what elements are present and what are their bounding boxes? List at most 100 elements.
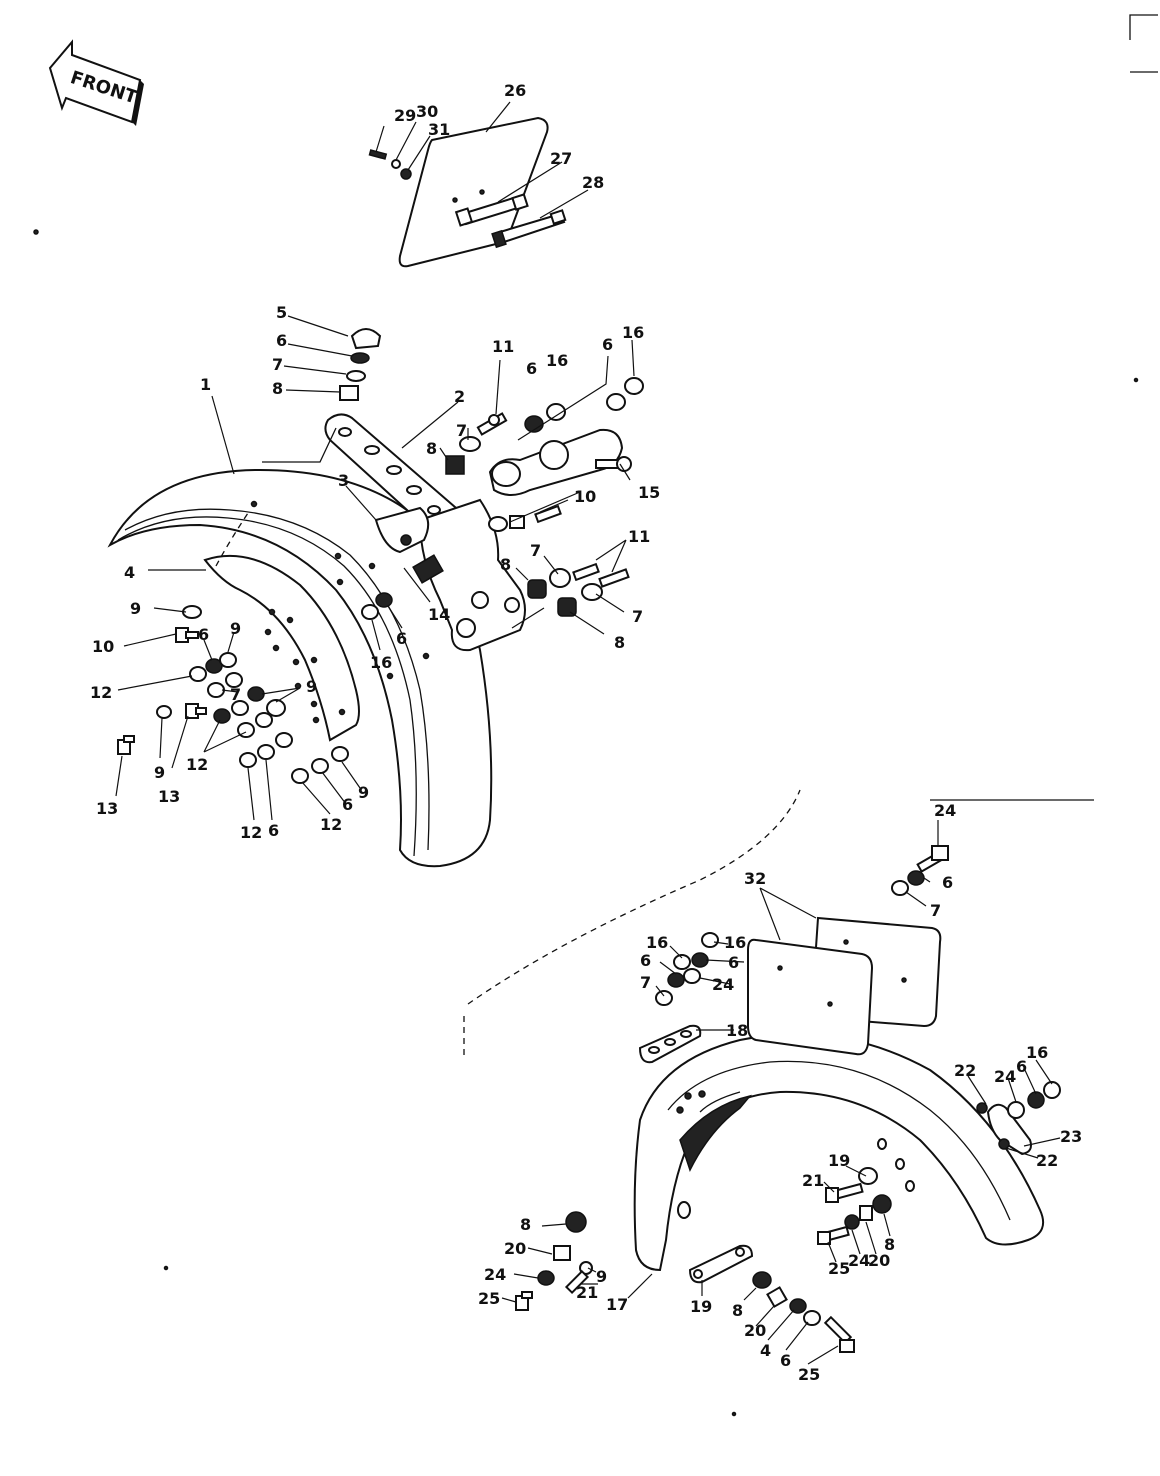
bolt-21-b: [564, 1269, 590, 1295]
label-8-g: 8: [732, 1301, 743, 1320]
label-31: 31: [428, 120, 450, 139]
label-21-b: 21: [576, 1283, 598, 1302]
label-2: 2: [454, 387, 465, 406]
nut-16-b: [624, 377, 644, 395]
fork-bracket: [488, 428, 624, 496]
label-17: 17: [606, 1295, 628, 1314]
label-18: 18: [726, 1021, 748, 1040]
washer-7-f: [891, 880, 909, 896]
label-7-e: 7: [230, 685, 241, 704]
nut-8-c: [527, 579, 547, 599]
label-7-a: 7: [272, 355, 283, 374]
label-6-l: 6: [780, 1351, 791, 1370]
bracket-23: [976, 1102, 1032, 1156]
plate-washer-30: [391, 159, 401, 169]
label-7-b: 7: [456, 421, 467, 440]
label-9-b: 9: [230, 619, 241, 638]
nut-16-e: [673, 954, 691, 970]
washer-9-g: [275, 732, 293, 748]
washer-9-i: [579, 1261, 593, 1275]
bolt-11-c: [598, 568, 630, 588]
label-5: 5: [276, 303, 287, 322]
label-8-a: 8: [272, 379, 283, 398]
front-arrow: FRONT: [48, 39, 144, 126]
bolt-11-a: [476, 412, 508, 436]
clamp-3: [374, 506, 430, 554]
washer-6-n: [803, 1310, 821, 1326]
bolt-24-a: [916, 845, 949, 873]
bracket-19: [688, 1244, 754, 1284]
bracket-plate-14: [412, 498, 526, 652]
label-6-d: 6: [396, 629, 407, 648]
label-4-a: 4: [124, 563, 135, 582]
washer-4: [789, 1298, 807, 1314]
label-10-b: 10: [92, 637, 114, 656]
nut-16-c: [361, 604, 379, 620]
label-13-a: 13: [158, 787, 180, 806]
label-32: 32: [744, 869, 766, 888]
label-12-a: 12: [90, 683, 112, 702]
label-9-d: 9: [154, 763, 165, 782]
front-fender-1: [107, 468, 493, 868]
label-16-f: 16: [1026, 1043, 1048, 1062]
label-15: 15: [638, 483, 660, 502]
label-7-g: 7: [640, 973, 651, 992]
label-22-a: 22: [954, 1061, 976, 1080]
stray-dot-a: [33, 229, 39, 235]
label-24-b: 24: [712, 975, 734, 994]
bolt-25-b: [823, 1315, 855, 1353]
stray-dot-b: [1133, 377, 1139, 383]
nut-16-d: [701, 932, 719, 948]
label-6-b: 6: [526, 359, 537, 378]
label-12-b: 12: [186, 755, 208, 774]
label-3: 3: [338, 471, 349, 490]
nut-16-f: [1043, 1081, 1061, 1099]
washer-6-l: [667, 972, 685, 988]
label-20-a: 20: [868, 1251, 890, 1270]
label-13-b: 13: [96, 799, 118, 818]
nut-8-d: [557, 597, 577, 617]
label-24-d: 24: [848, 1251, 870, 1270]
stray-dot-c: [163, 1265, 169, 1271]
washer-7-g: [655, 990, 673, 1006]
label-16-c: 16: [370, 653, 392, 672]
label-28: 28: [582, 173, 604, 192]
bolt-13-b: [117, 735, 135, 755]
washer-9-h: [331, 746, 349, 762]
label-8-b: 8: [426, 439, 437, 458]
washer-7-d: [581, 583, 603, 601]
washer-6-j: [907, 870, 925, 886]
washer-7-e: [207, 682, 225, 698]
rear-fender-17: [633, 1033, 1044, 1272]
label-19-b: 19: [690, 1297, 712, 1316]
label-12-d: 12: [320, 815, 342, 834]
label-9-f: 9: [596, 1267, 607, 1286]
washer-6-k: [691, 952, 709, 968]
label-6-k: 6: [1016, 1057, 1027, 1076]
label-11-b: 11: [628, 527, 650, 546]
washer-6-a: [350, 352, 370, 364]
label-24-a: 24: [934, 801, 956, 820]
washer-24-d: [537, 1270, 555, 1286]
label-16-b: 16: [622, 323, 644, 342]
plate-nut-31: [400, 168, 412, 180]
stray-dot-d: [731, 1411, 737, 1417]
label-24-e: 24: [484, 1265, 506, 1284]
label-30: 30: [416, 102, 438, 121]
bolt-25-c: [515, 1291, 533, 1311]
nut-8-f: [752, 1271, 772, 1289]
label-20-b: 20: [504, 1239, 526, 1258]
label-1: 1: [200, 375, 211, 394]
bolt-10-a: [509, 504, 562, 529]
bolt-10-b: [175, 627, 199, 643]
plate-strap-28: [491, 209, 567, 249]
label-10-a: 10: [574, 487, 596, 506]
acorn-nut-5: [350, 328, 382, 350]
bolt-11-b: [572, 562, 600, 582]
license-plate-32: [747, 916, 942, 1056]
construction-lines: [215, 14, 1158, 1060]
washer-7-a: [346, 370, 366, 382]
label-8-e: 8: [884, 1235, 895, 1254]
washer-24-c: [844, 1214, 860, 1230]
fender-holes: [250, 500, 430, 724]
